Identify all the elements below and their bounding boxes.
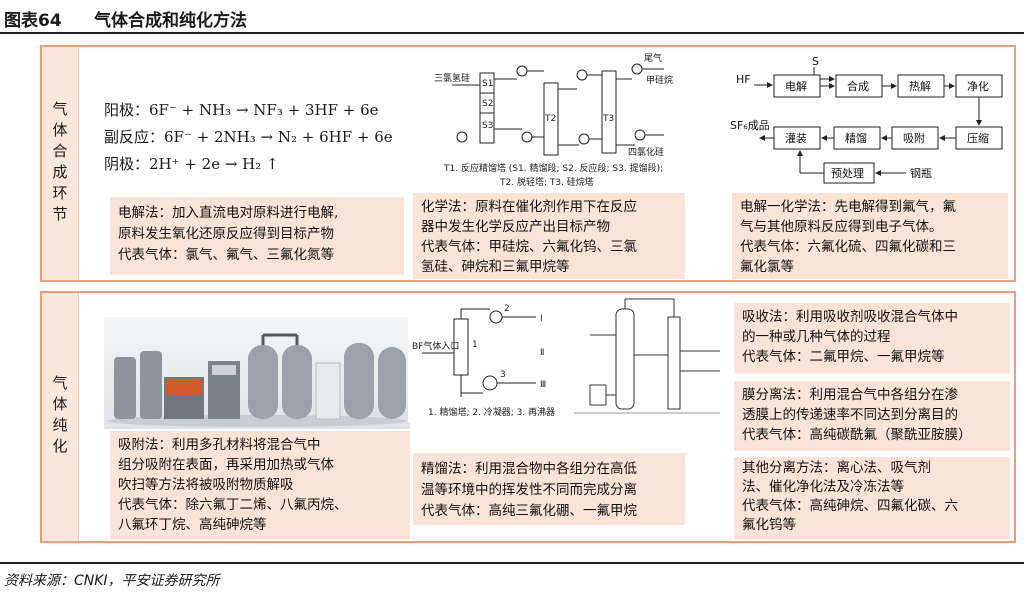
absorption-method-box: 吸收法：利用吸收剂吸收混合气体中 的一种或几种气体的过程 代表气体：二氟甲烷、一… (734, 303, 1010, 373)
tag-sicl4: 四氯化硅 (628, 146, 664, 158)
flow-step-rectify: 精馏 (845, 131, 867, 145)
electrochem-desc-line2: 气与其他原料反应得到电子气体。 (740, 219, 943, 235)
other-methods-box: 其他分离方法：离心法、吸气剂 法、催化净化法及冷冻法等 代表气体：高纯砷烷、四氟… (734, 457, 1010, 539)
adsorption-desc-line3: 吹扫等方法将被吸附物质解吸 (118, 477, 294, 493)
electrochem-example-line2: 氟化氯等 (740, 259, 794, 275)
membrane-desc-line1: 膜分离法：利用混合气中各组分在渗 (742, 387, 958, 403)
column-process-diagram (570, 295, 724, 423)
figure-title: 气体合成和纯化方法 (94, 11, 247, 31)
figure-header: 图表64 气体合成和纯化方法 (0, 0, 1024, 34)
bf-inlet-label: BF气体入口 (412, 340, 459, 352)
flow-sf6-product: SF₆成品 (730, 119, 770, 132)
other-desc-line2: 法、催化净化法及冷冻法等 (742, 479, 904, 495)
flow-s-label: S (812, 55, 819, 68)
membrane-method-box: 膜分离法：利用混合气中各组分在渗 透膜上的传递速率不同达到分离目的 代表气体：高… (734, 381, 1010, 451)
tag-t2: T2 (544, 114, 556, 124)
tower-schematic: S1 S2 S3 T2 T3 尾气 三氯氢硅 甲硅烷 四氯化硅 T1. 反应精馏… (434, 52, 673, 188)
column-schematic (574, 298, 720, 414)
rectification-example: 代表气体：高纯三氟化硼、一氟甲烷 (421, 503, 637, 519)
chemical-example-line1: 代表气体：甲硅烷、六氟化钨、三氯 (421, 239, 637, 255)
tag-trichlorosilane: 三氯氢硅 (434, 72, 470, 84)
source-text: 资料来源：CNKI，平安证券研究所 (4, 573, 220, 589)
tag-t3: T3 (602, 114, 614, 124)
electrolysis-desc-line2: 原料发生氧化还原反应得到目标产物 (118, 226, 334, 242)
adsorption-example-line1: 代表气体：除六氟丁二烯、八氟丙烷、 (118, 497, 348, 513)
flow-step-pyrolysis: 热解 (909, 79, 931, 93)
synthesis-side-label: 气体合成环节 (42, 47, 79, 280)
electrochem-desc-line1: 电解一化学法：先电解得到氟气，氟 (740, 199, 956, 215)
chemical-example-line2: 氢硅、砷烷和三氟甲烷等 (421, 259, 570, 275)
membrane-example: 代表气体：高纯碳酰氟（聚酰亚胺膜） (742, 427, 972, 443)
tag-s2: S2 (482, 99, 493, 109)
electro-chemical-method-box: 电解一化学法：先电解得到氟气，氟 气与其他原料反应得到电子气体。 代表气体：六氟… (732, 193, 1008, 279)
figure-number: 图表64 (4, 11, 62, 31)
electrolysis-example-gases: 代表气体：氯气、氟气、三氟化氮等 (118, 247, 334, 263)
rectification-desc-line2: 温等环境中的挥发性不同而完成分离 (421, 482, 637, 498)
rectification-method-box: 精馏法：利用混合物中各组分在高低 温等环境中的挥发性不同而完成分离 代表气体：高… (413, 453, 685, 525)
flow-steel-cylinder: 钢瓶 (910, 166, 932, 180)
sf6-process-flow-diagram: HF S 电解 合成 热解 净化 压缩 吸附 (730, 51, 1006, 191)
flow-step-purify: 净化 (967, 79, 989, 93)
tag-monosilane: 甲硅烷 (646, 74, 673, 86)
electrolysis-desc-line1: 电解法：加入直流电对原料进行电解, (118, 205, 339, 221)
mark-i: Ⅰ (540, 314, 543, 324)
flow-step-synthesis: 合成 (847, 79, 869, 93)
chemical-desc-line2: 器中发生化学反应产出目标产物 (421, 219, 610, 235)
flow-step-fill: 灌装 (785, 132, 807, 145)
mark-ii: Ⅱ (540, 348, 544, 358)
flow-step-pretreat: 预处理 (831, 167, 864, 180)
rectification-schematic: BF气体入口 1 2 3 Ⅰ Ⅱ Ⅲ 1. 精馏塔; 2. 冷凝器; 3. 再沸… (412, 304, 555, 418)
rectification-caption: 1. 精馏塔; 2. 冷凝器; 3. 再沸器 (428, 406, 555, 418)
flow-hf-label: HF (736, 73, 751, 86)
adsorption-example-line2: 八氟环丁烷、高纯砷烷等 (118, 517, 267, 533)
equation-side-reaction: 副反应：6F⁻ + 2NH₃ → N₂ + 6HF + 6e (104, 128, 393, 146)
other-example-line1: 代表气体：高纯砷烷、四氟化碳、六 (742, 498, 958, 514)
mark-2: 2 (504, 304, 510, 314)
absorption-example: 代表气体：二氟甲烷、一氟甲烷等 (742, 349, 945, 365)
gas-purifier-illustration (107, 333, 407, 427)
equation-anode: 阳极：6F⁻ + NH₃ → NF₃ + 3HF + 6e (104, 101, 379, 119)
equation-cathode: 阴极：2H⁺ + 2e → H₂ ↑ (104, 155, 279, 173)
mark-3: 3 (500, 370, 506, 380)
chemical-desc-line1: 化学法：原料在催化剂作用下在反应 (421, 199, 637, 215)
mark-iii: Ⅲ (540, 380, 546, 390)
adsorption-equipment-photo (104, 317, 410, 429)
chemical-method-box: 化学法：原料在催化剂作用下在反应 器中发生化学反应产出目标产物 代表气体：甲硅烷… (413, 193, 685, 279)
absorption-desc-line2: 的一种或几种气体的过程 (742, 329, 891, 345)
adsorption-desc-line2: 组分吸附在表面，再采用加热或气体 (118, 457, 334, 473)
tag-s1: S1 (482, 79, 493, 89)
rectification-diagram: BF气体入口 1 2 3 Ⅰ Ⅱ Ⅲ 1. 精馏塔; 2. 冷凝器; 3. 再沸… (408, 297, 568, 423)
source-footer: 资料来源：CNKI，平安证券研究所 (0, 562, 1024, 594)
flow-step-compress: 压缩 (967, 132, 989, 145)
adsorption-method-box: 吸附法：利用多孔材料将混合气中 组分吸附在表面，再采用加热或气体 吹扫等方法将被… (110, 431, 410, 539)
purification-side-label: 气体纯化 (42, 293, 79, 541)
flow-step-electrolysis: 电解 (785, 79, 807, 93)
electrolysis-method-box: 电解法：加入直流电对原料进行电解, 原料发生氧化还原反应得到目标产物 代表气体：… (110, 197, 404, 275)
tower-caption-line2: T2. 脱轻塔; T3. 硅烷塔 (499, 176, 594, 188)
tag-tail-gas: 尾气 (644, 52, 662, 64)
distillation-tower-diagram: S1 S2 S3 T2 T3 尾气 三氯氢硅 甲硅烷 四氯化硅 T1. 反应精馏… (432, 49, 682, 191)
flow-step-adsorb: 吸附 (903, 131, 925, 145)
tower-caption-line1: T1. 反应精馏塔 (S1. 精馏段; S2. 反应段; S3. 提馏段); (443, 162, 663, 174)
membrane-desc-line2: 透膜上的传递速率不同达到分离目的 (742, 407, 958, 423)
mark-1: 1 (472, 340, 478, 350)
rectification-desc-line1: 精馏法：利用混合物中各组分在高低 (421, 461, 637, 477)
other-desc-line1: 其他分离方法：离心法、吸气剂 (742, 460, 931, 476)
purification-section: 气体纯化 BF气体入口 1 (40, 291, 1016, 543)
electrolysis-equations: 阳极：6F⁻ + NH₃ → NF₃ + 3HF + 6e 副反应：6F⁻ + … (104, 97, 404, 185)
electrochem-example-line1: 代表气体：六氟化硫、四氟化碳和三 (740, 239, 956, 255)
other-example-line2: 氟化钨等 (742, 517, 796, 533)
process-flow-chart: HF S 电解 合成 热解 净化 压缩 吸附 (730, 55, 1003, 184)
absorption-desc-line1: 吸收法：利用吸收剂吸收混合气体中 (742, 309, 958, 325)
adsorption-desc-line1: 吸附法：利用多孔材料将混合气中 (118, 437, 321, 453)
synthesis-section: 气体合成环节 阳极：6F⁻ + NH₃ → NF₃ + 3HF + 6e 副反应… (40, 45, 1016, 282)
tag-s3: S3 (482, 121, 493, 131)
